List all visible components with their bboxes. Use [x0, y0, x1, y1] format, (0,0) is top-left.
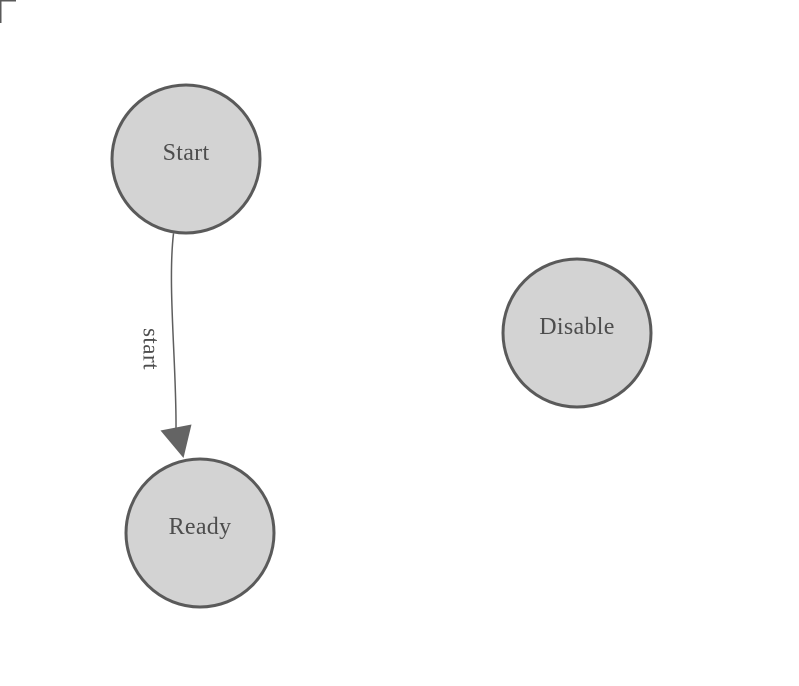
state-circle	[124, 457, 276, 609]
state-node-ready[interactable]: Ready	[124, 457, 276, 609]
state-node-disable[interactable]: Disable	[501, 257, 653, 409]
transition-start-to-ready[interactable]: start	[139, 233, 192, 459]
transition-edge-path[interactable]	[170, 233, 177, 429]
state-node-start[interactable]: Start	[110, 83, 262, 235]
state-label: Disable	[539, 314, 614, 340]
canvas-corner-mark	[0, 0, 16, 23]
transition-label: start	[139, 328, 164, 370]
state-circle	[110, 83, 262, 235]
state-label: Ready	[169, 514, 232, 540]
state-label: Start	[163, 140, 210, 166]
state-circle	[501, 257, 653, 409]
transition-arrowhead-icon	[160, 424, 192, 458]
